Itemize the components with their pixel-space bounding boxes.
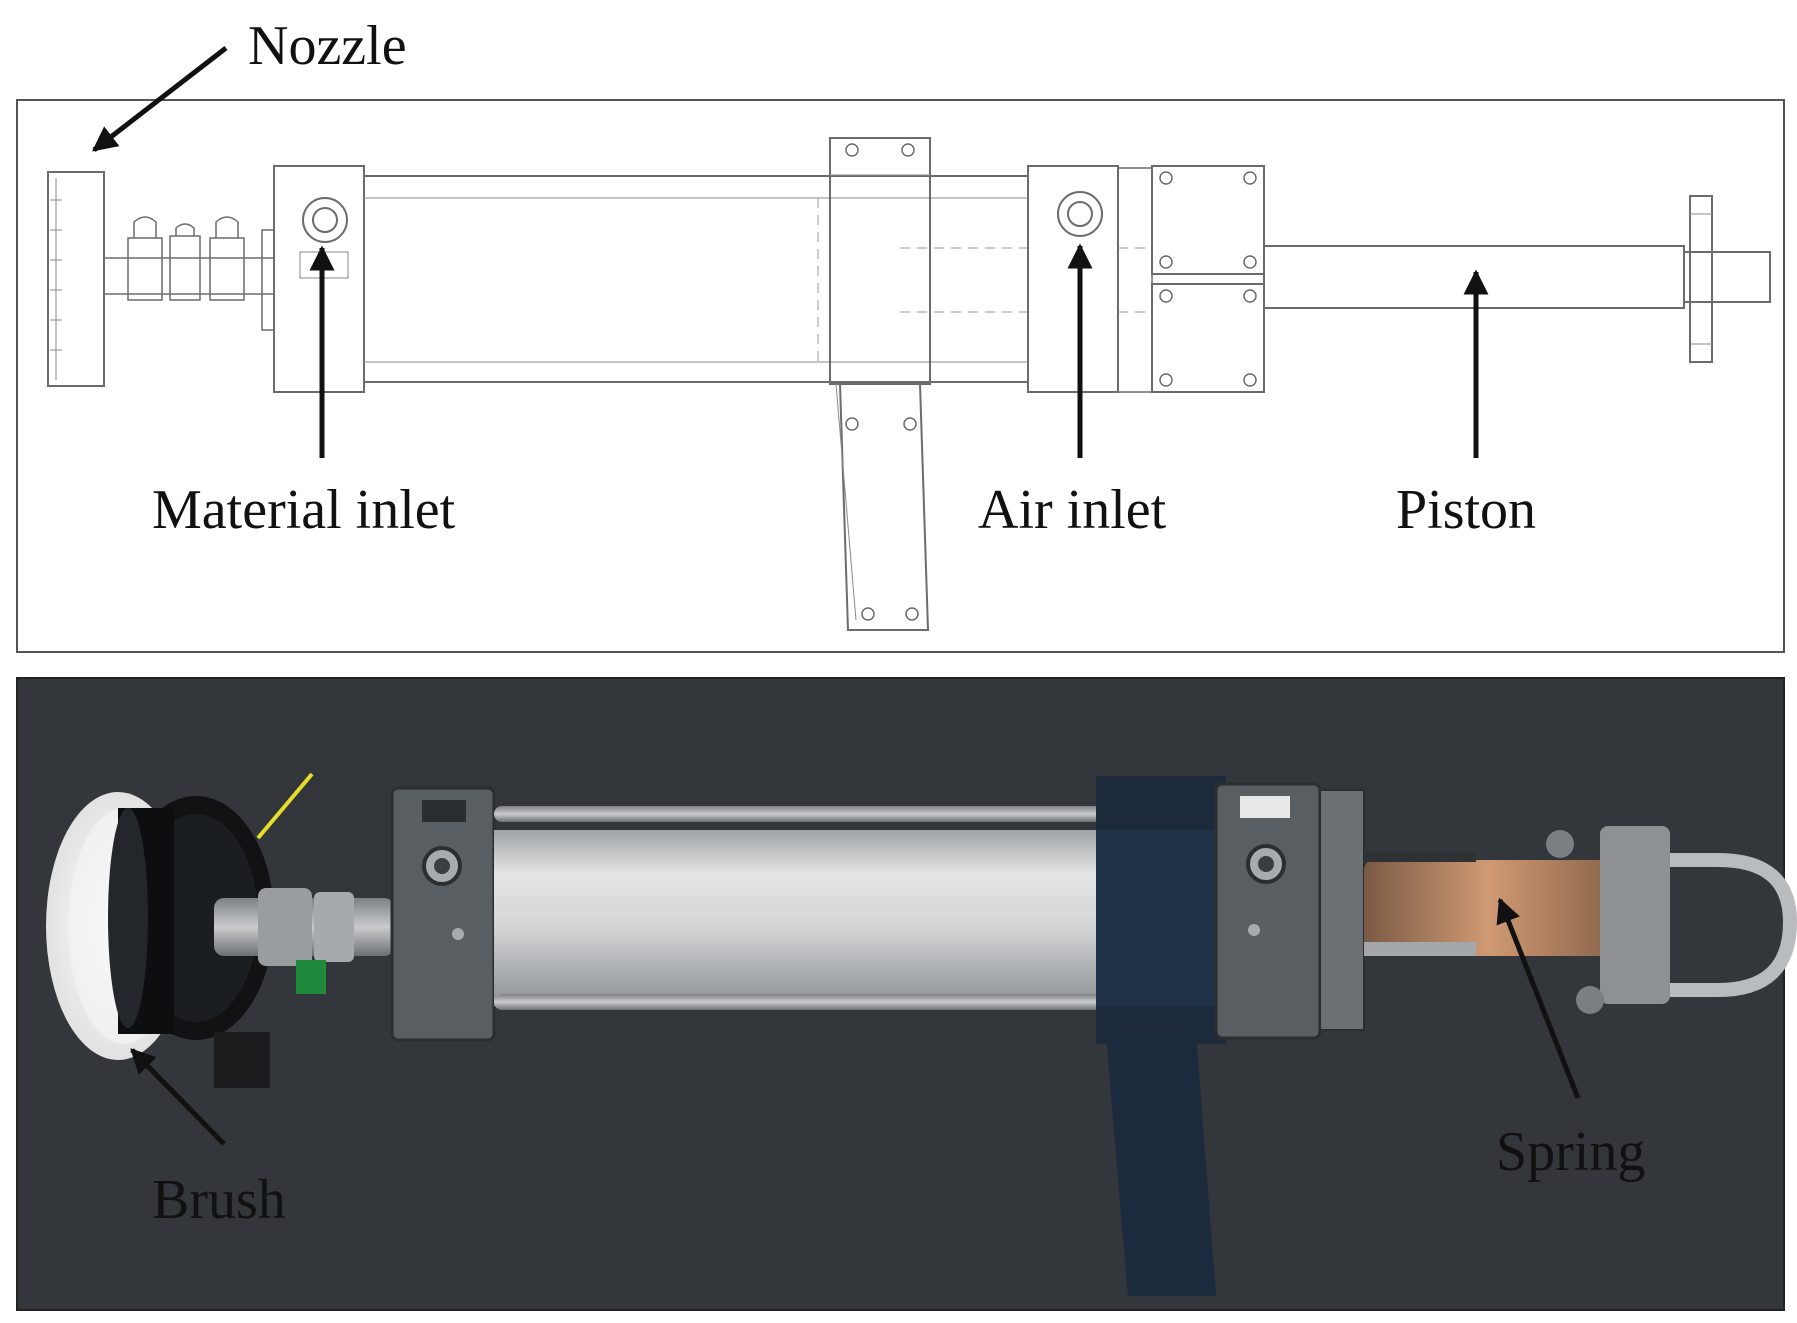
- front-end-block-photo: [390, 786, 496, 1042]
- rear-plates-drawing: [1118, 165, 1265, 393]
- handle-photo: [1106, 1034, 1216, 1296]
- nozzle-label: Nozzle: [248, 15, 407, 77]
- material-inlet-port-drawing: [302, 197, 348, 243]
- fittings-photo: [214, 888, 394, 1088]
- air-inlet-label: Air inlet: [978, 479, 1167, 541]
- drawing-panel: Nozzle Material inlet Air inlet Piston: [16, 15, 1785, 653]
- spring-label: Spring: [1496, 1121, 1645, 1183]
- drawing-frame: [16, 99, 1785, 653]
- nozzle-arrow: [92, 46, 228, 152]
- spring-arrow: [1496, 897, 1581, 1099]
- photo-panel: Brush Spring: [16, 677, 1797, 1311]
- handle-drawing: [817, 137, 931, 631]
- brush-photo: [46, 792, 274, 1060]
- rear-end-block-drawing: [1027, 165, 1153, 393]
- brush-arrow: [130, 1048, 226, 1146]
- air-inlet-port-drawing: [1057, 191, 1103, 237]
- rear-end-block-photo: [1214, 782, 1365, 1040]
- cylinder-photo: [494, 776, 1226, 1044]
- nozzle-drawing: [47, 171, 275, 387]
- spring-photo: [1364, 826, 1797, 1014]
- material-inlet-label: Material inlet: [152, 479, 456, 541]
- piston-label: Piston: [1396, 479, 1536, 541]
- brush-label: Brush: [152, 1169, 286, 1231]
